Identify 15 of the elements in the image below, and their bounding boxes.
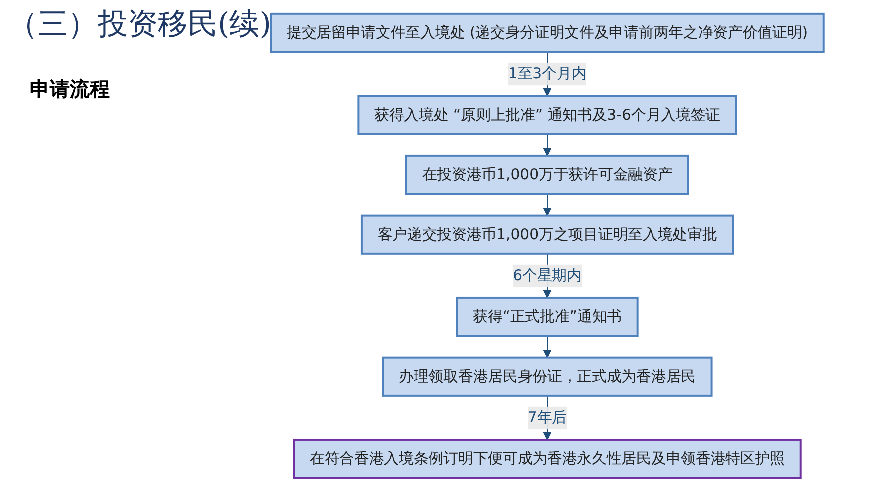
node-box: 在符合香港入境条例订明下便可成为香港永久性居民及申领香港特区护照 (293, 439, 802, 480)
node-box: 获得入境处 “原则上批准” 通知书及3-6个月入境签证 (358, 95, 738, 136)
edge-label: 1至3个月内 (508, 64, 587, 83)
node-box: 客户递交投资港币1,000万之项目证明至入境处审批 (360, 214, 734, 255)
slide-title: （三）投资移民(续) (8, 6, 272, 44)
arrow (543, 336, 552, 358)
edge-label: 7年后 (528, 408, 568, 427)
node-box: 获得“正式批准”通知书 (456, 296, 639, 338)
edge-label: 6个星期内 (513, 266, 582, 285)
section-heading: 申请流程 (30, 76, 110, 103)
arrow (543, 134, 552, 156)
node-box: 提交居留申请文件至入境处 (递交身分证明文件及申请前两年之净资产价值证明) (270, 12, 825, 54)
node-box: 办理领取香港居民身份证，正式成为香港居民 (382, 356, 713, 397)
node-box: 在投资港币1,000万于获许可金融资产 (406, 154, 690, 196)
arrow (543, 194, 552, 216)
